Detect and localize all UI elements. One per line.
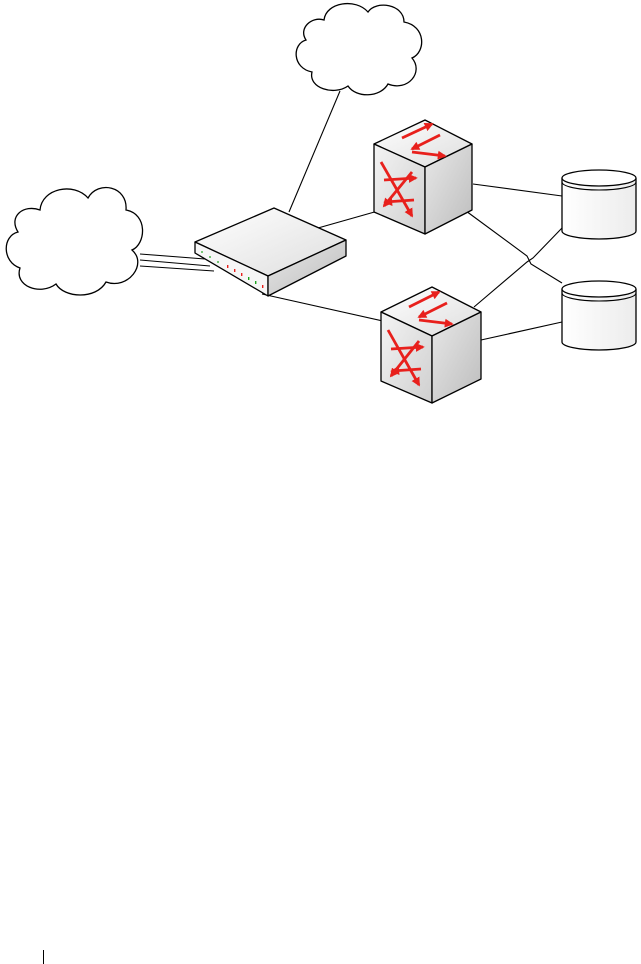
switch-top [374,120,472,234]
database-icon [562,281,636,350]
link-cloud-top-router [289,91,340,212]
link-router-switch-bottom [262,294,383,321]
link-switch-top-storage-top [473,184,562,196]
cloud-top [296,4,422,95]
link-switch-top-storage-bottom [466,211,562,283]
database-icon [562,170,636,239]
link-cloud-left-router-2 [140,260,210,266]
router [195,208,346,296]
footer-rule [43,950,44,964]
cloud-icon [6,188,142,295]
switch-bottom [381,287,481,403]
link-switch-bottom-storage-bottom [481,322,562,340]
link-cloud-left-router [140,254,205,259]
router-icon [195,208,346,296]
storage-top [562,170,636,239]
connection-lines [140,91,562,340]
link-switch-bottom-storage-top [474,228,562,307]
storage-bottom [562,281,636,350]
cloud-icon [296,4,422,95]
link-router-switch-top [318,211,378,228]
link-cloud-left-router-3 [140,266,214,271]
cloud-left [6,188,142,295]
